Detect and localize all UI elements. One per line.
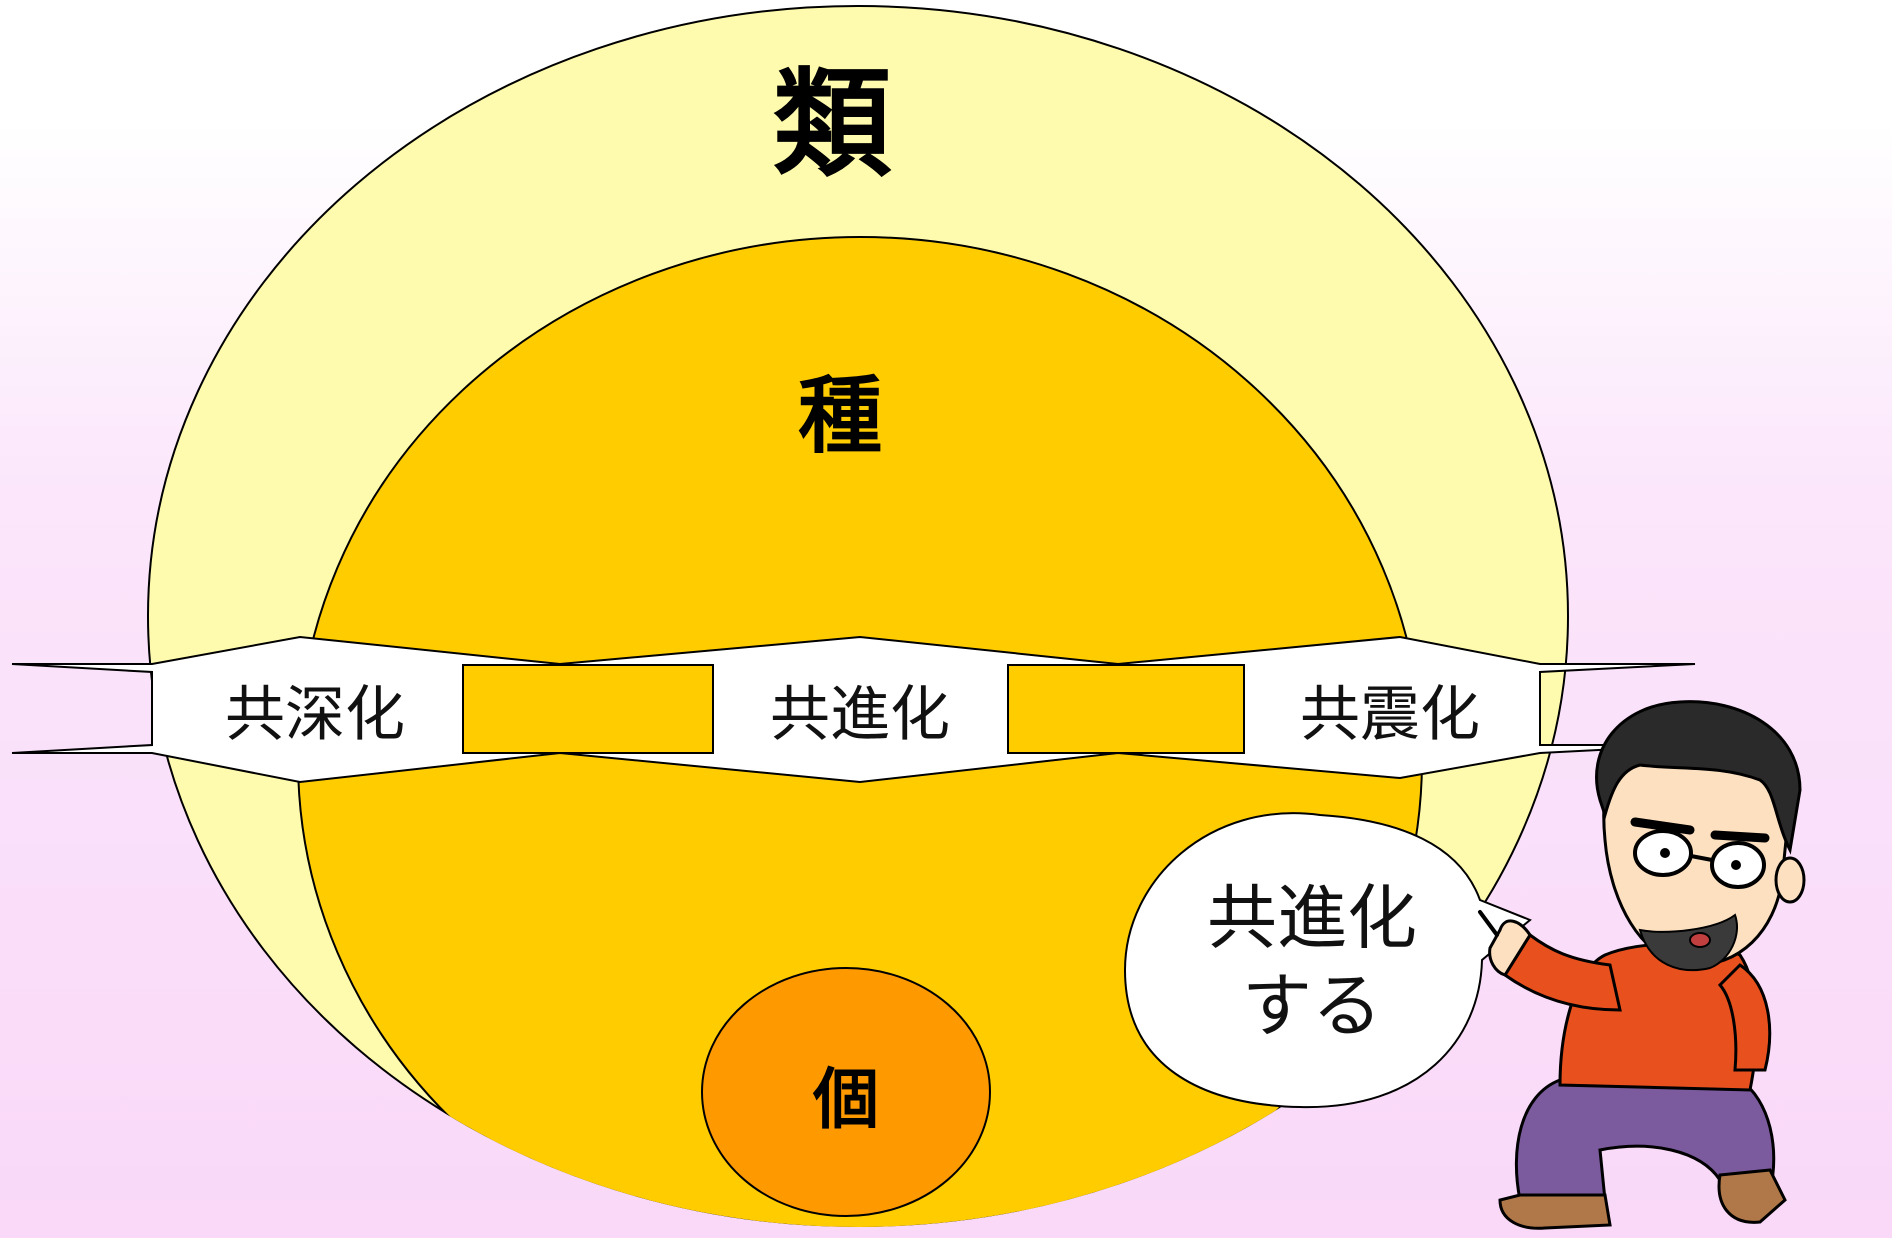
speech-line-2: する — [1242, 965, 1382, 1047]
band-box-left — [462, 664, 714, 754]
label-ko: 個 — [812, 1061, 879, 1138]
band-label-kyoshinka: 共深化 — [225, 680, 405, 750]
band-box-right — [1007, 664, 1245, 754]
speech-line-1: 共進化 — [1207, 877, 1417, 959]
bearded-man-icon — [1478, 700, 1806, 1230]
label-shu: 種 — [798, 367, 882, 465]
speech-bubble — [1123, 812, 1532, 1109]
label-rui: 類 — [773, 55, 892, 193]
inner-circle-ko — [701, 967, 991, 1217]
band-label-kyoshinka-evolution: 共進化 — [770, 680, 950, 750]
band-label-kyoshinka-quake: 共震化 — [1300, 680, 1480, 750]
